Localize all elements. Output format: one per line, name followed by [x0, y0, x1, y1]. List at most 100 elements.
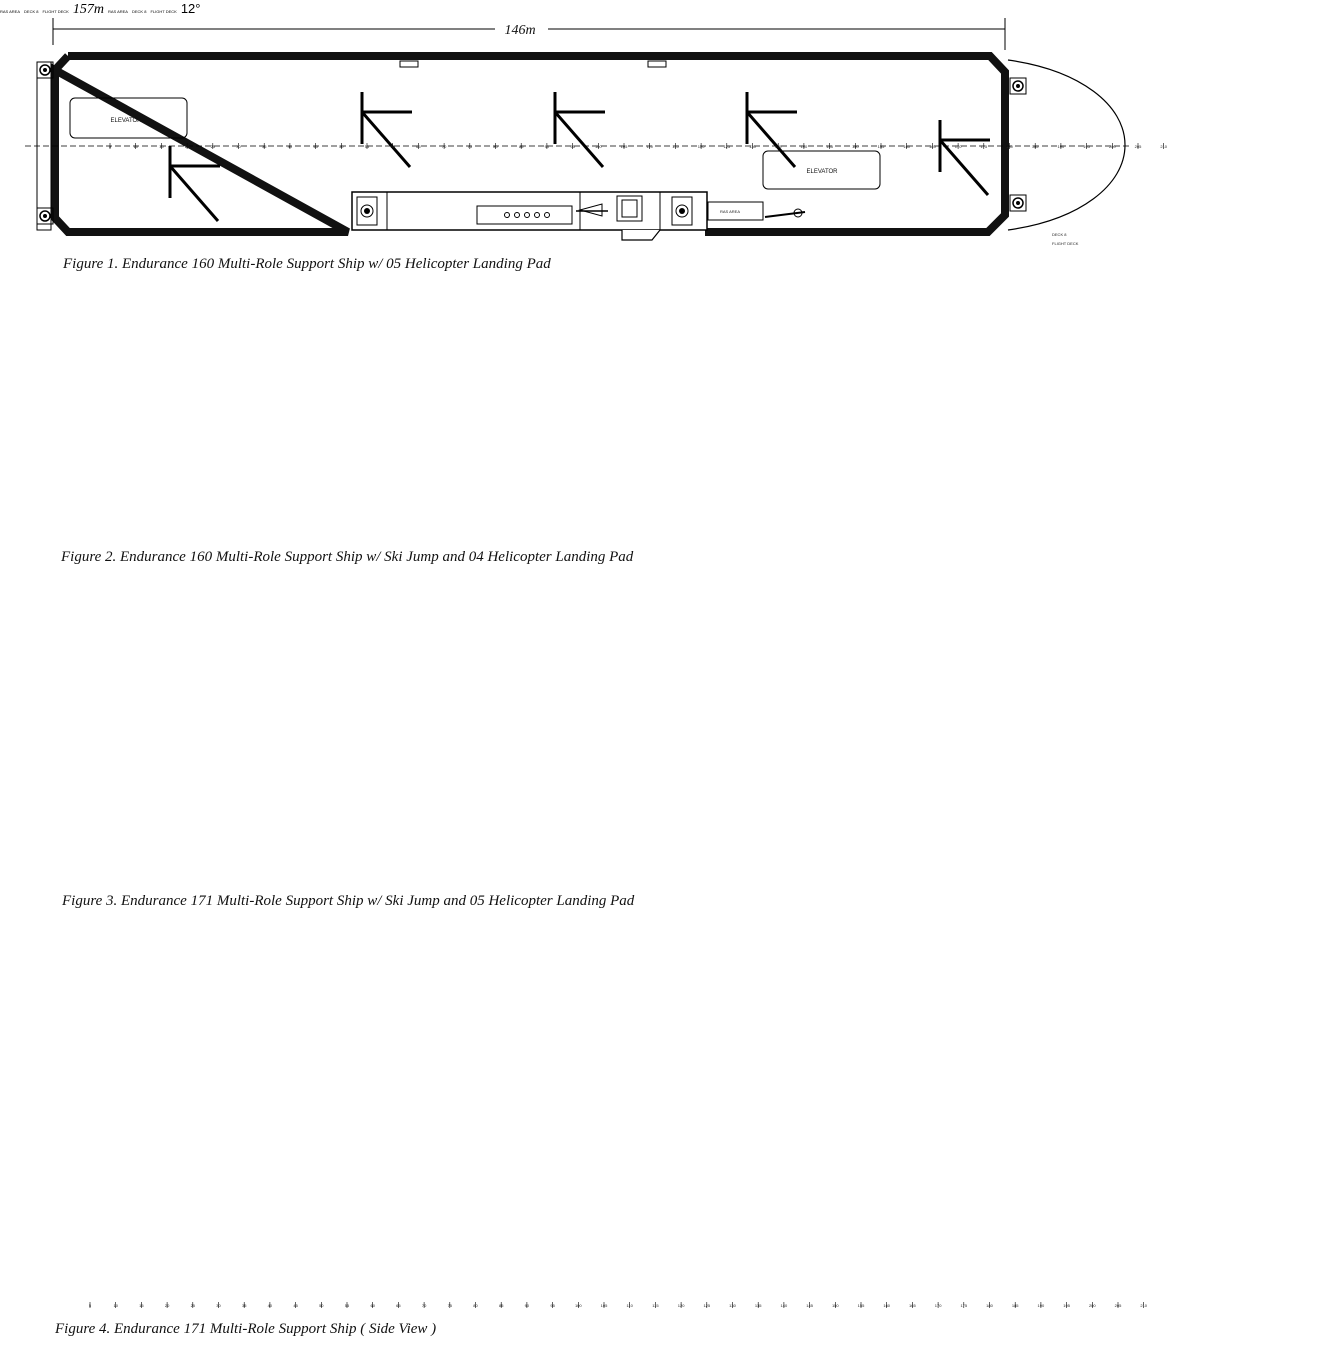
fighter-jet-parked-2a: RAS AREA DECK 8 FLIGHT DECK	[0, 0, 73, 17]
fighter-jet-on-runway-2: RAS AREA DECK 8 FLIGHT DECK	[0, 0, 73, 17]
ski-jump-2: RAS AREA DECK 8 FLIGHT DECK	[0, 0, 73, 17]
scale-tick-label: 45	[313, 144, 318, 149]
scale-tick-label: 160	[903, 144, 910, 149]
scale-tick-label: 65	[416, 144, 421, 149]
scale-tick-label: 60	[390, 144, 395, 149]
scale-tick-label: 50	[339, 144, 344, 149]
deck-label-1a: DECK 8	[1052, 232, 1067, 237]
scale-tick-label: 100	[575, 1303, 582, 1308]
scale-tick-label: 205	[1115, 1303, 1122, 1308]
helipad-3-4: RAS AREA DECK 8 FLIGHT DECK	[108, 0, 181, 17]
fighter-jet-parked-3c: RAS AREA DECK 8 FLIGHT DECK	[108, 0, 181, 17]
scale-tick-label: 5	[89, 1303, 92, 1308]
deck-label-2b: FLIGHT DECK	[42, 9, 69, 14]
figure-4-side-view: 12°	[181, 0, 201, 17]
scale-tick-label: 110	[627, 1303, 634, 1308]
scale-tick-label: 10	[113, 1303, 118, 1308]
scale-tick-label: 140	[801, 144, 808, 149]
scale-tick-label: 90	[525, 1303, 530, 1308]
helipad-3-5: RAS AREA DECK 8 FLIGHT DECK	[108, 0, 181, 17]
fighter-jet-parked-2b: RAS AREA DECK 8 FLIGHT DECK	[0, 0, 73, 17]
scale-tick-label: 155	[878, 144, 885, 149]
scale-tick-label: 180	[986, 1303, 993, 1308]
scale-tick-label: 125	[723, 144, 730, 149]
scale-tick-label: 50	[319, 1303, 324, 1308]
fighter-jet-parked-2c: RAS AREA DECK 8 FLIGHT DECK	[0, 0, 73, 17]
scale-tick-label: 175	[960, 1303, 967, 1308]
fighter-jet-on-runway-3: RAS AREA DECK 8 FLIGHT DECK	[108, 0, 181, 17]
scale-tick-label: 65	[396, 1303, 401, 1308]
helipad-2-1: RAS AREA DECK 8 FLIGHT DECK	[0, 0, 73, 17]
scale-tick-label: 30	[236, 144, 241, 149]
scale-tick-label: 85	[519, 144, 524, 149]
deck-label-2a: DECK 8	[24, 9, 39, 14]
scale-tick-label: 135	[755, 1303, 762, 1308]
scale-tick-label: 210	[1160, 144, 1167, 149]
scale-tick-label: 130	[749, 144, 756, 149]
helipad-5	[938, 118, 992, 197]
elevator-label-aft: ELEVATOR	[110, 118, 142, 124]
scale-tick-label: 15	[139, 1303, 144, 1308]
bow-angle-label: 12°	[180, 1, 201, 16]
scale-tick-label: 195	[1083, 144, 1090, 149]
deck-label-3b: FLIGHT DECK	[150, 9, 177, 14]
scale-tick-label: 90	[545, 144, 550, 149]
figure-4-caption: Figure 4. Endurance 171 Multi-Role Suppo…	[55, 1321, 437, 1337]
scale-tick-label: 55	[365, 144, 370, 149]
scale-tick-label: 80	[473, 1303, 478, 1308]
scale-tick-label: 10	[133, 144, 138, 149]
scale-tick-label: 145	[806, 1303, 813, 1308]
scale-tick-label: 35	[242, 1303, 247, 1308]
flight-deck-3: RAS AREA DECK 8 FLIGHT DECK	[108, 0, 181, 17]
scale-tick-label: 110	[647, 144, 654, 149]
helipad-2-2: RAS AREA DECK 8 FLIGHT DECK	[0, 0, 73, 17]
helipad-3-1: RAS AREA DECK 8 FLIGHT DECK	[108, 0, 181, 17]
figure-2-caption: Figure 2. Endurance 160 Multi-Role Suppo…	[61, 549, 634, 565]
scale-tick-label: 125	[703, 1303, 710, 1308]
scale-tick-label: 5	[109, 144, 112, 149]
scale-tick-label: 150	[832, 1303, 839, 1308]
scale-tick-label: 185	[1012, 1303, 1019, 1308]
scale-tick-label: 195	[1063, 1303, 1070, 1308]
scale-tick-label: 145	[826, 144, 833, 149]
scale-tick-label: 170	[955, 144, 962, 149]
scale-tick-label: 45	[293, 1303, 298, 1308]
scale-tick-label: 115	[672, 144, 679, 149]
scale-tick-label: 120	[698, 144, 705, 149]
scale-tick-label: 175	[980, 144, 987, 149]
scale-tick-label: 165	[929, 144, 936, 149]
scale-tick-label: 30	[216, 1303, 221, 1308]
scale-tick-label: 60	[370, 1303, 375, 1308]
scale-tick-label: 80	[493, 144, 498, 149]
scale-tick-label: 180	[1006, 144, 1013, 149]
helipad-3-2: RAS AREA DECK 8 FLIGHT DECK	[108, 0, 181, 17]
scale-tick-label: 25	[191, 1303, 196, 1308]
scale-tick-label: 160	[883, 1303, 890, 1308]
helipad-2	[360, 90, 414, 169]
scale-tick-label: 35	[262, 144, 267, 149]
scale-tick-label: 85	[499, 1303, 504, 1308]
scale-tick-label: 95	[550, 1303, 555, 1308]
scale-tick-label: 25	[211, 144, 216, 149]
scale-tick-label: 20	[165, 1303, 170, 1308]
fighter-jet-parked-3b: RAS AREA DECK 8 FLIGHT DECK	[108, 0, 181, 17]
scale-tick-label: 75	[448, 1303, 453, 1308]
scale-tick-label: 70	[422, 1303, 427, 1308]
dimension-label-146m: 146m	[504, 23, 535, 38]
ras-area-label-2: RAS AREA	[0, 9, 21, 14]
scale-tick-label: 100	[595, 144, 602, 149]
scale-tick-label: 40	[268, 1303, 273, 1308]
scale-tick-label: 210	[1140, 1303, 1147, 1308]
helipad-2-3: RAS AREA DECK 8 FLIGHT DECK	[0, 0, 73, 17]
helipad-4	[745, 90, 799, 169]
ras-area-label-3: RAS AREA	[107, 9, 128, 14]
hull-side: 12°	[181, 0, 201, 17]
flight-deck-2: RAS AREA DECK 8 FLIGHT DECK	[0, 0, 73, 17]
scale-tick-label: 135	[775, 144, 782, 149]
scale-tick-label: 105	[621, 144, 628, 149]
helipad-2-4: RAS AREA DECK 8 FLIGHT DECK	[0, 0, 73, 17]
scale-tick-label: 190	[1058, 144, 1065, 149]
